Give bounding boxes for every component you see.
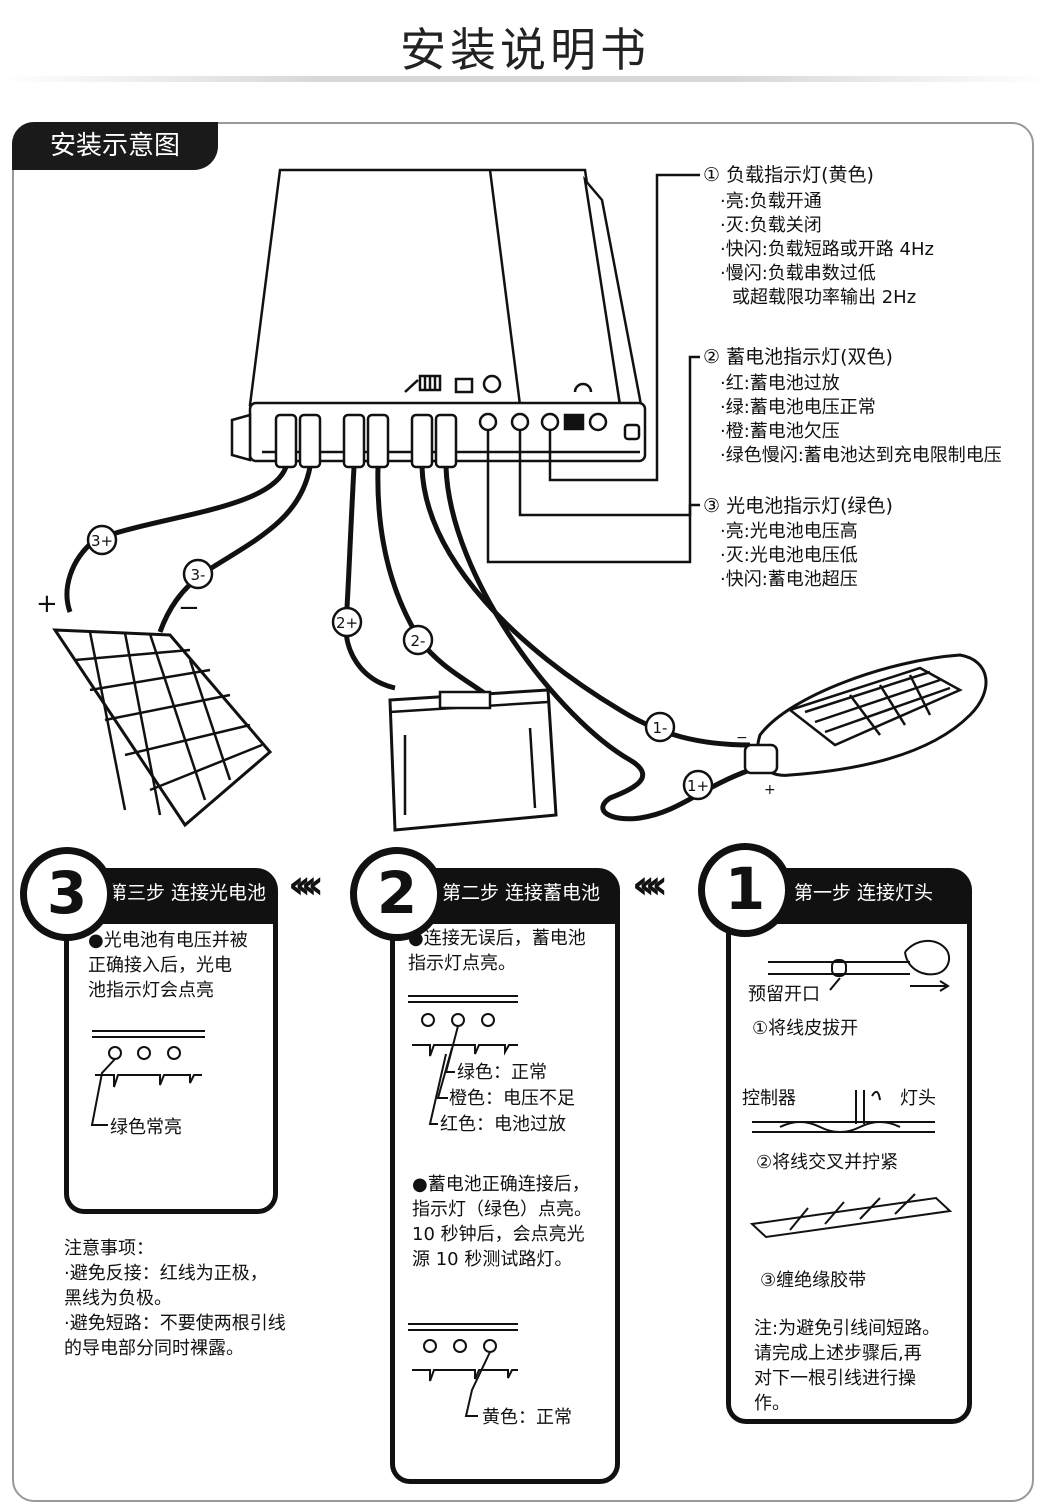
- wire-label-1m: 1-: [653, 719, 668, 737]
- title-band: [0, 76, 1050, 82]
- battery-indicator-heading: ② 蓄电池指示灯(双色): [703, 346, 893, 368]
- terminal: [410, 413, 434, 469]
- ethernet-port: [563, 413, 585, 431]
- battery-line-3: ·橙:蓄电池欠压: [720, 421, 840, 442]
- wire-1-minus: [419, 466, 751, 748]
- load-line-5: 或超载限功率输出 2Hz: [732, 287, 917, 308]
- leader-solar: [486, 430, 700, 564]
- wire-3-plus: [64, 465, 289, 613]
- step2-text2-4: 源 10 秒测试路灯。: [412, 1249, 573, 1270]
- step2-led-diagram-2: [408, 1323, 518, 1417]
- terminal: [366, 413, 390, 469]
- step1-controller-label: 控制器: [742, 1088, 796, 1109]
- chevrons-right: ‹‹‹‹: [632, 862, 668, 908]
- controller-top: [248, 168, 622, 407]
- panel-minus: −: [178, 593, 200, 623]
- step1-note-4: 作。: [754, 1393, 790, 1414]
- lamp-minus: −: [736, 730, 748, 746]
- step2-number: 2: [350, 847, 444, 941]
- battery-line-1: ·红:蓄电池过放: [720, 373, 840, 394]
- wire-1-plus: [443, 466, 751, 822]
- load-indicator-heading: ① 负载指示灯(黄色): [703, 164, 874, 186]
- wire-label-3m: 3-: [191, 566, 206, 584]
- step1-note-2: 请完成上述步骤后,再: [754, 1343, 922, 1364]
- load-line-4: ·慢闪:负载串数过低: [720, 263, 876, 284]
- step2-led-label-2: 黄色：正常: [482, 1407, 572, 1428]
- step1-wire-diagrams: [749, 940, 953, 1239]
- step1-sub2: ②将线交叉并拧紧: [756, 1152, 899, 1173]
- wire-label-3p: 3+: [91, 532, 113, 550]
- step3-led-label: 绿色常亮: [110, 1117, 182, 1138]
- wire-label-2p: 2+: [336, 614, 358, 632]
- battery-line-2: ·绿:蓄电池电压正常: [720, 397, 876, 418]
- wire-2-plus: [343, 466, 396, 691]
- step3-number: 3: [20, 847, 114, 941]
- wire-3-minus: [157, 466, 313, 633]
- step2-text2-1: ●蓄电池正确连接后，: [412, 1174, 590, 1195]
- step2-text1-2: 指示灯点亮。: [408, 953, 516, 974]
- step2-led-diagram: [408, 995, 518, 1125]
- solar-indicator-heading: ③ 光电池指示灯(绿色): [703, 495, 893, 517]
- street-lamp: [743, 653, 988, 777]
- chevrons-left: ‹‹‹‹: [288, 862, 324, 908]
- terminal: [434, 413, 458, 469]
- step2-led-green: 绿色：正常: [457, 1062, 547, 1083]
- notes-heading: 注意事项：: [64, 1238, 154, 1259]
- step2-text1-1: ●连接无误后，蓄电池: [408, 928, 586, 949]
- step3-text-2: 正确接入后，光电: [88, 955, 232, 976]
- leader-load: [548, 173, 700, 482]
- step1-panel: [726, 922, 972, 1424]
- page-title: 安装说明书: [400, 23, 650, 77]
- step1-sub1: ①将线皮拔开: [752, 1018, 859, 1039]
- step3-text-1: ●光电池有电压并被: [88, 930, 248, 951]
- notes-line-4: 的导电部分同时裸露。: [64, 1338, 244, 1359]
- lamp-plus: +: [764, 782, 776, 798]
- notes-line-3: ·避免短路：不要使两根引线: [64, 1313, 286, 1334]
- step1-sub3: ③缠绝缘胶带: [760, 1270, 867, 1291]
- terminal: [342, 413, 366, 469]
- step1-number: 1: [698, 843, 792, 937]
- panel-plus: +: [36, 589, 58, 619]
- terminal: [298, 413, 322, 469]
- step2-panel: [390, 922, 620, 1484]
- step2-text2-2: 指示灯（绿色）点亮。: [412, 1199, 592, 1220]
- step3-text-3: 池指示灯会点亮: [88, 980, 214, 1001]
- step2-led-orange: 橙色：电压不足: [449, 1088, 575, 1109]
- solar-line-1: ·亮:光电池电压高: [720, 521, 858, 542]
- step3-led-diagram: [90, 1030, 205, 1126]
- step2-text2-3: 10 秒钟后，会点亮光: [412, 1224, 585, 1245]
- solar-line-2: ·灭:光电池电压低: [720, 545, 858, 566]
- step1-lamp-label: 灯头: [900, 1088, 936, 1109]
- step1-reserve-label: 预留开口: [748, 984, 820, 1005]
- step2-led-red: 红色：电池过放: [440, 1114, 566, 1135]
- solar-panel: [52, 628, 273, 828]
- notes-line-1: ·避免反接：红线为正极，: [64, 1263, 268, 1284]
- battery: [388, 688, 558, 832]
- section-tab: 安装示意图: [12, 122, 218, 170]
- notes-line-2: 黑线为负极。: [64, 1288, 172, 1309]
- step1-note-1: 注:为避免引线间短路。: [754, 1318, 941, 1339]
- load-line-1: ·亮:负载开通: [720, 191, 822, 212]
- step1-note-3: 对下一根引线进行操: [754, 1368, 916, 1389]
- solar-line-3: ·快闪:蓄电池超压: [720, 569, 858, 590]
- wire-label-1p: 1+: [687, 777, 709, 795]
- step3-panel: [64, 922, 278, 1214]
- wiring-diagram: 3+ 3- 2+ 2- 1- 1+ + − − +: [36, 168, 988, 832]
- load-line-3: ·快闪:负载短路或开路 4Hz: [720, 239, 934, 260]
- wire-label-2m: 2-: [411, 632, 426, 650]
- load-line-2: ·灭:负载关闭: [720, 215, 822, 236]
- terminal: [274, 413, 298, 469]
- battery-line-4: ·绿色慢闪:蓄电池达到充电限制电压: [720, 445, 1002, 466]
- wire-2-minus: [375, 466, 508, 714]
